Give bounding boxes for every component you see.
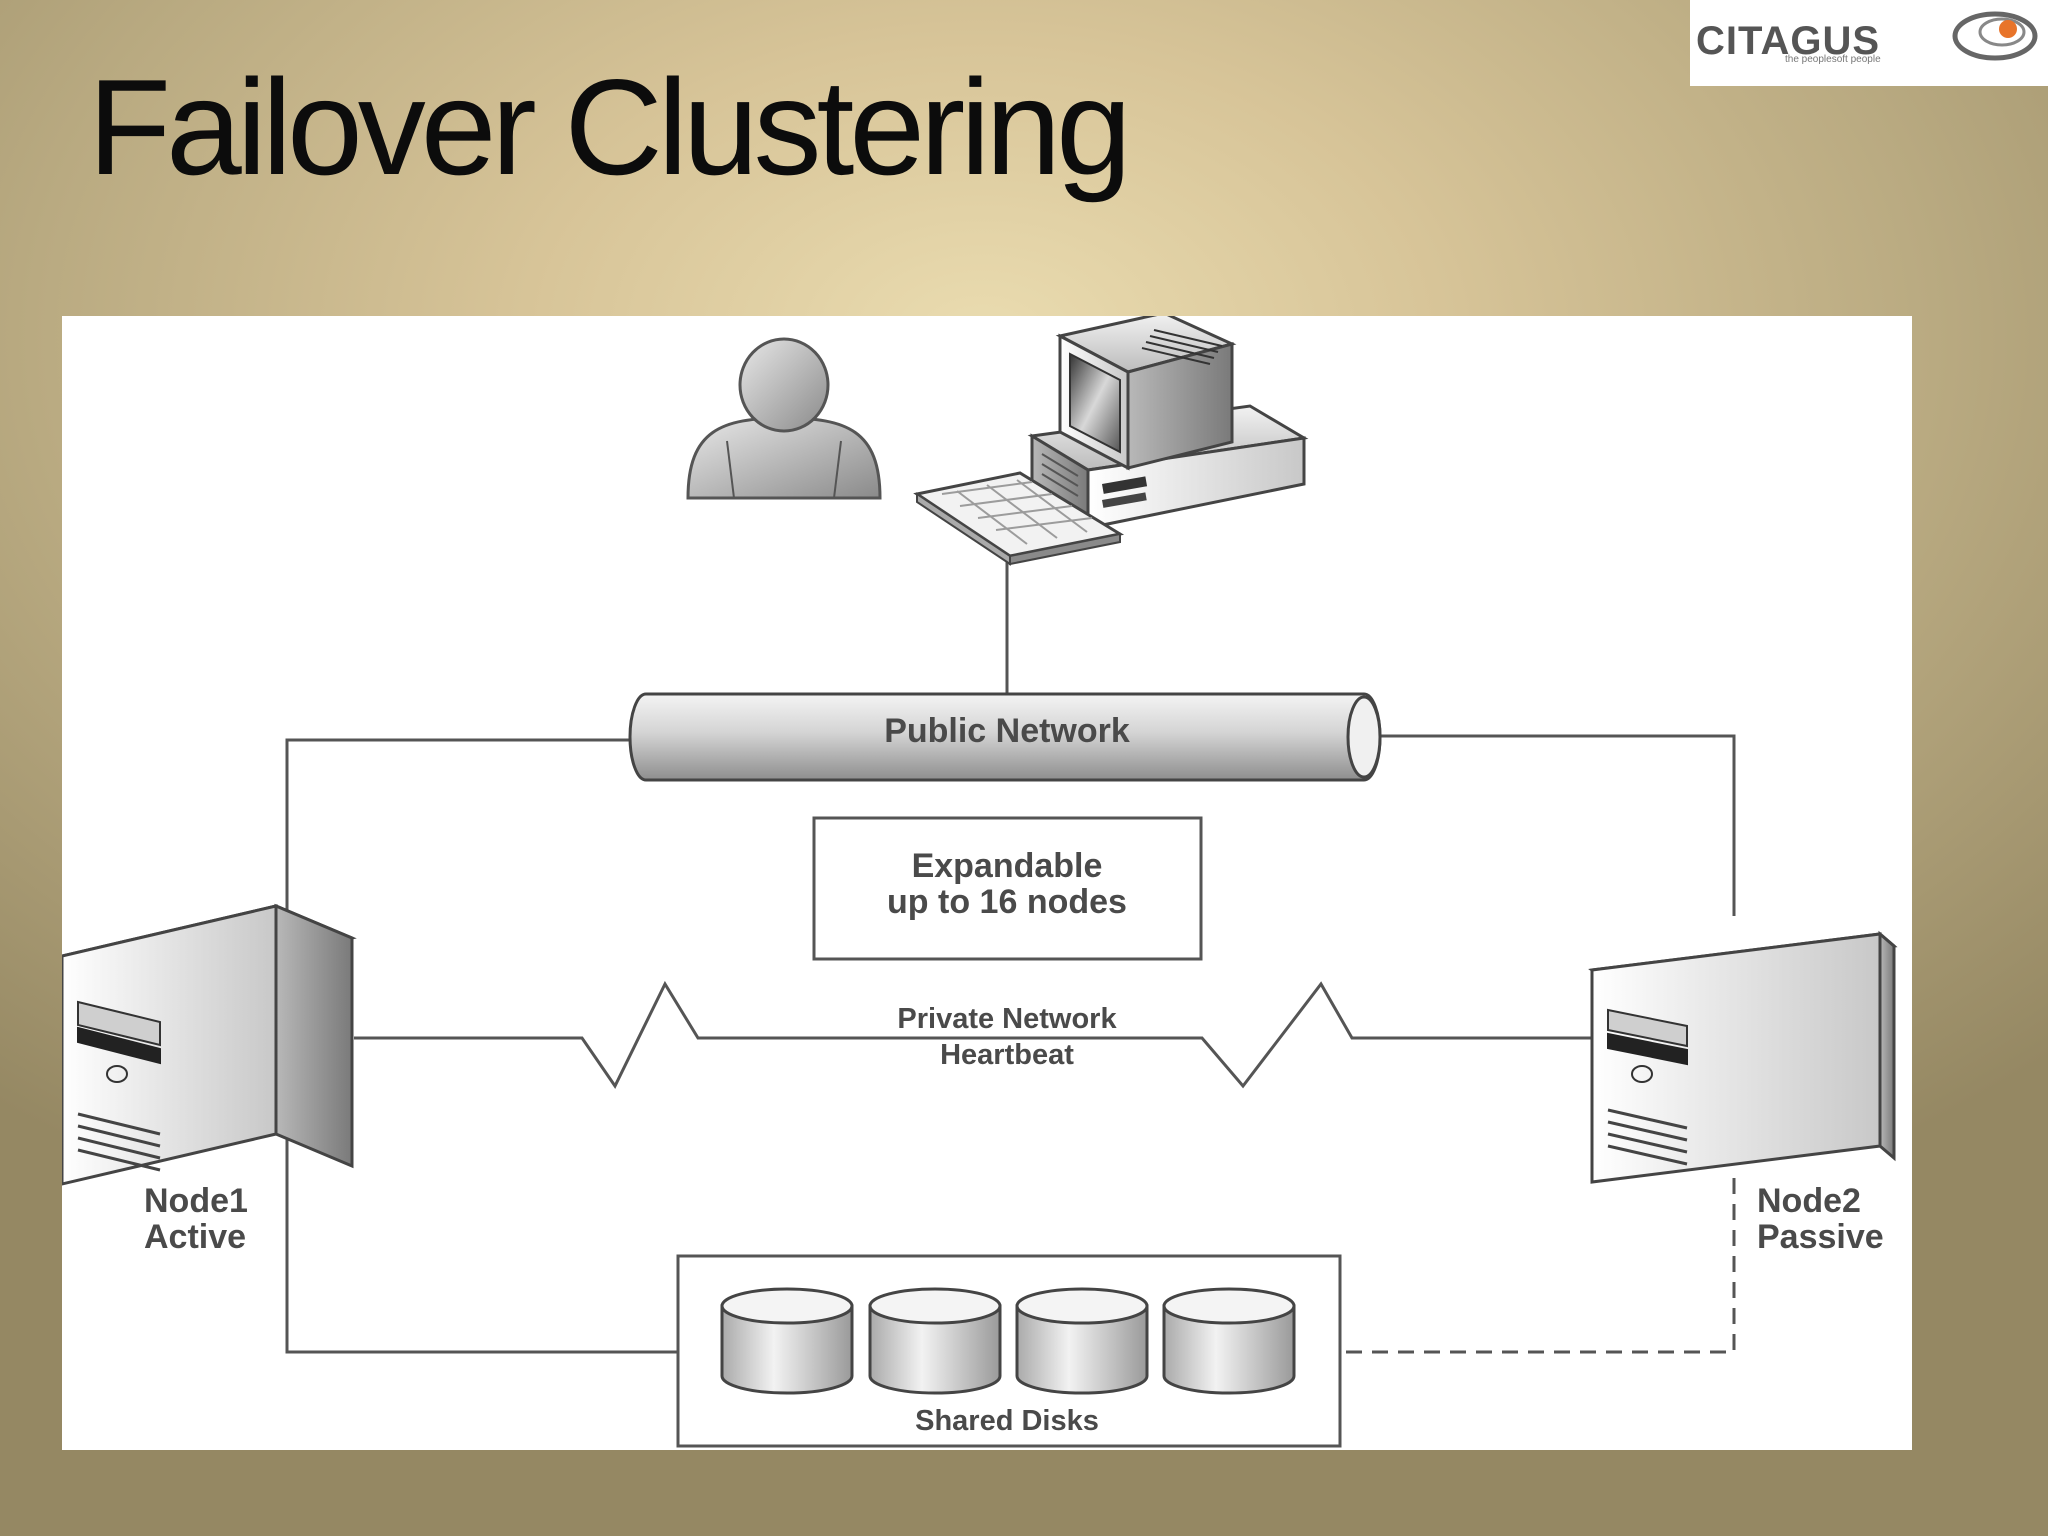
heartbeat-label: Heartbeat: [940, 1039, 1074, 1071]
user-icon: [686, 337, 882, 500]
disk-icon: [868, 1287, 1002, 1395]
node2-state: Passive: [1757, 1218, 1884, 1256]
expandable-note-box: Expandable up to 16 nodes: [812, 816, 1203, 961]
logo-swirl-icon: [1952, 11, 2038, 61]
connection-lines: [285, 546, 1736, 1354]
node2-server-icon: [1588, 930, 1898, 1184]
logo-brand: CITAGUS: [1696, 19, 1880, 63]
disk-icon: [1015, 1287, 1149, 1395]
disk-icon: [720, 1287, 854, 1395]
node2-name: Node2: [1757, 1182, 1861, 1220]
workstation-icon: [1027, 316, 1309, 531]
public-network-label: Public Network: [884, 712, 1130, 750]
logo-tagline: the peoplesoft people: [1785, 54, 1881, 65]
citagus-logo: CITAGUS the peoplesoft people: [1690, 0, 2048, 86]
cluster-diagram: Public Network Expandable up to 16 nodes…: [62, 316, 1912, 1450]
node1-state: Active: [144, 1218, 246, 1256]
node1-server-icon: [62, 903, 357, 1186]
node1-name: Node1: [144, 1182, 248, 1220]
shared-disks-box: Shared Disks: [676, 1254, 1342, 1448]
shared-disks-label: Shared Disks: [915, 1405, 1099, 1437]
expandable-line2: up to 16 nodes: [887, 883, 1127, 921]
slide-title: Failover Clustering: [88, 51, 1132, 203]
private-network-label: Private Network: [897, 1003, 1117, 1035]
public-network-pipe: Public Network: [628, 692, 1382, 782]
keyboard-icon: [913, 471, 1125, 566]
expandable-line1: Expandable: [912, 847, 1103, 885]
passive-disk-link: [1340, 1178, 1736, 1354]
disk-icon: [1162, 1287, 1296, 1395]
